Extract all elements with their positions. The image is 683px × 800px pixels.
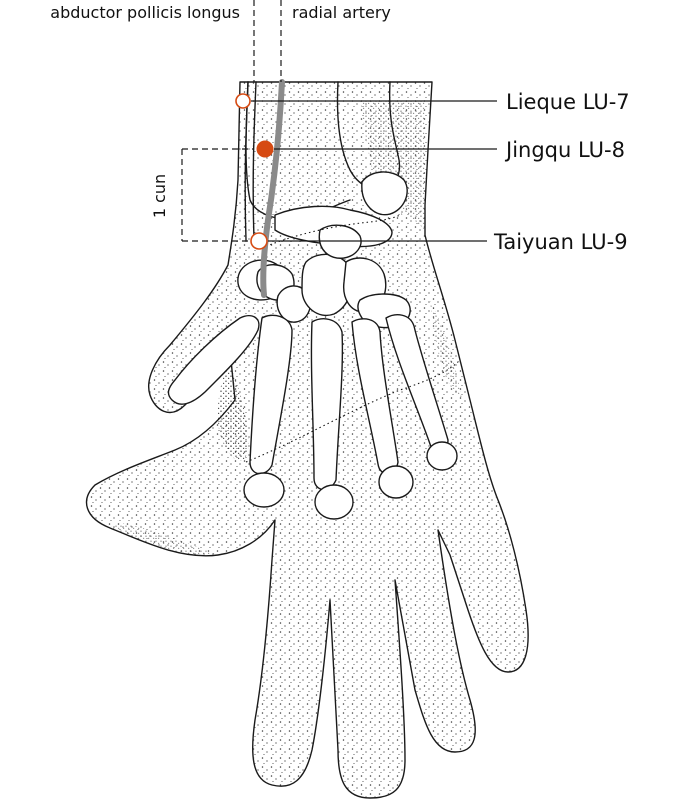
metacarpal-index [249,314,293,475]
wrist-crease-dotted [261,213,403,249]
acupoint-taiyuan: Taiyuan LU-9 [250,230,628,254]
artery-label: radial artery [292,3,391,22]
metacarpal-ring [351,318,399,475]
metacarpal-bones [167,314,458,520]
lieque-point-marker [235,93,251,109]
lieque-label: Lieque LU-7 [506,90,630,114]
taiyuan-point-marker [250,232,268,250]
thenar-shading [217,360,249,461]
metacarpal-head-index [243,472,285,508]
hand-silhouette [85,81,529,799]
taiyuan-label: Taiyuan LU-9 [493,230,628,254]
hand-stipple-light [86,82,529,798]
ulna-head [361,171,408,216]
carpal-bones [237,224,411,329]
metacarpal-head-little [426,441,458,471]
metacarpal-little [385,314,449,452]
cun-bracket: 1 cun [150,148,254,242]
acupoint-lieque: Lieque LU-7 [235,90,630,114]
cun-label: 1 cun [150,174,169,218]
carpal-lunate [318,224,362,259]
radial-artery [260,79,285,298]
abductor-tendon-inner [252,81,257,241]
jingqu-label: Jingqu LU-8 [504,138,625,162]
metacarpal-thumb [167,314,260,405]
jingqu-point-marker [256,140,274,158]
palm-crease-dotted [245,359,461,463]
metacarpal-middle [310,318,344,491]
thumb-shading [110,523,218,556]
wrist-shading [360,100,425,230]
acupoint-jingqu: Jingqu LU-8 [256,138,625,162]
metacarpal-head-ring [378,465,414,499]
hypothenar-shading [430,300,462,400]
metacarpal-head-middle [314,484,354,520]
tendon-label: abductor pollicis longus [50,3,240,22]
